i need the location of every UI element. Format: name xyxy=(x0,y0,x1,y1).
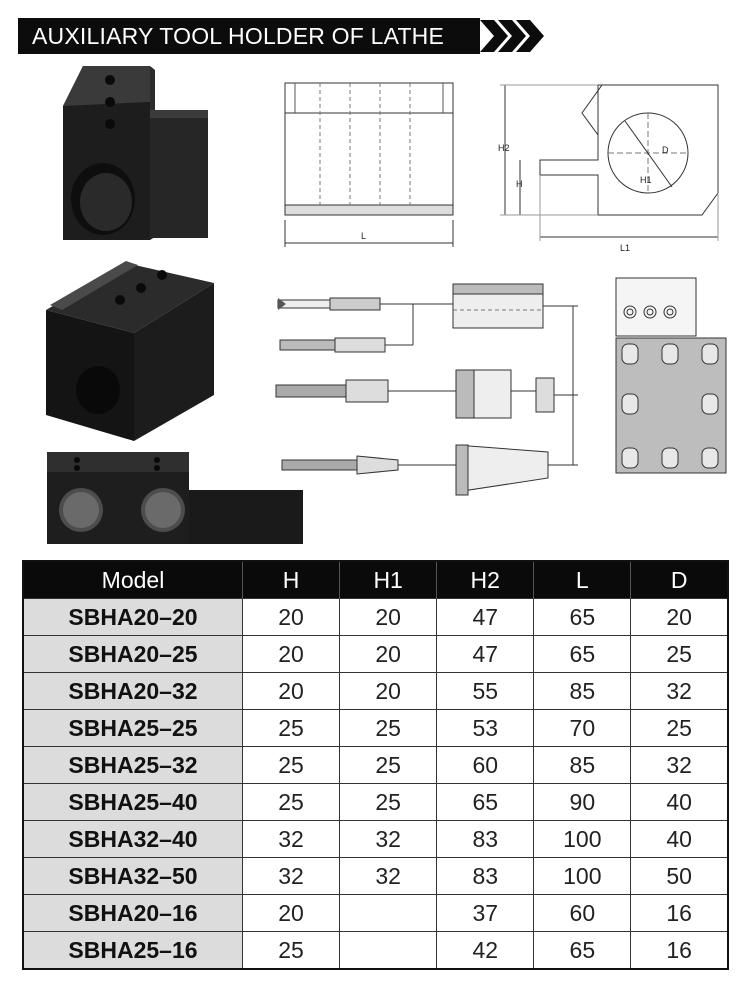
h1-cell: 20 xyxy=(339,672,438,710)
product-photo-block xyxy=(63,66,208,240)
d-cell: 25 xyxy=(630,635,729,673)
table-row: SBHA20–20 20 20 47 65 20 xyxy=(22,598,729,636)
h1-cell: 25 xyxy=(339,783,438,821)
table-row: SBHA20–32 20 20 55 85 32 xyxy=(22,672,729,710)
l-cell: 60 xyxy=(533,894,632,932)
column-header-d: D xyxy=(630,561,728,599)
l-cell: 85 xyxy=(533,746,632,784)
h2-cell: 83 xyxy=(436,857,535,895)
h-cell: 20 xyxy=(241,894,341,932)
h2-cell: 65 xyxy=(436,783,535,821)
l-cell: 100 xyxy=(533,857,632,895)
d-cell: 16 xyxy=(630,894,729,932)
table-row: SBHA32–50 32 32 83 100 50 xyxy=(22,857,729,895)
column-header-h2: H2 xyxy=(436,561,534,599)
model-cell: SBHA20–25 xyxy=(22,635,243,673)
model-cell: SBHA25–40 xyxy=(22,783,243,821)
h1-cell: 32 xyxy=(339,857,438,895)
h1-cell: 25 xyxy=(339,746,438,784)
model-cell: SBHA25–16 xyxy=(22,931,243,970)
spec-table: Model H H1 H2 L D SBHA20–20 20 20 47 65 … xyxy=(22,560,729,970)
d-cell: 25 xyxy=(630,709,729,747)
h-cell: 25 xyxy=(241,931,341,970)
product-photo-double-bore xyxy=(47,452,303,544)
model-cell: SBHA25–25 xyxy=(22,709,243,747)
dim-label-h: H xyxy=(516,179,523,189)
h2-cell: 47 xyxy=(436,598,535,636)
l-cell: 70 xyxy=(533,709,632,747)
chevron-arrows-icon xyxy=(480,20,544,52)
dim-label-d: D xyxy=(662,145,669,155)
h2-cell: 60 xyxy=(436,746,535,784)
column-header-l: L xyxy=(533,561,631,599)
l-cell: 85 xyxy=(533,672,632,710)
dim-label-h2: H2 xyxy=(498,143,510,153)
table-row: SBHA25–32 25 25 60 85 32 xyxy=(22,746,729,784)
holder-plate-diagram xyxy=(615,277,727,474)
column-header-h: H xyxy=(241,561,340,599)
l-cell: 100 xyxy=(533,820,632,858)
table-row: SBHA20–25 20 20 47 65 25 xyxy=(22,635,729,673)
table-row: SBHA25–16 25 42 65 16 xyxy=(22,931,729,970)
d-cell: 32 xyxy=(630,672,729,710)
h2-cell: 47 xyxy=(436,635,535,673)
h1-cell: 32 xyxy=(339,820,438,858)
model-cell: SBHA20–16 xyxy=(22,894,243,932)
product-photo-rectangular xyxy=(46,261,214,441)
h-cell: 20 xyxy=(241,598,341,636)
h1-cell: 20 xyxy=(339,598,438,636)
d-cell: 40 xyxy=(630,820,729,858)
table-row: SBHA25–25 25 25 53 70 25 xyxy=(22,709,729,747)
h-cell: 32 xyxy=(241,857,341,895)
model-cell: SBHA20–32 xyxy=(22,672,243,710)
h2-cell: 55 xyxy=(436,672,535,710)
column-header-h1: H1 xyxy=(339,561,437,599)
h2-cell: 42 xyxy=(436,931,535,970)
dim-label-h1: H1 xyxy=(640,175,652,185)
h-cell: 25 xyxy=(241,709,341,747)
h2-cell: 83 xyxy=(436,820,535,858)
l-cell: 90 xyxy=(533,783,632,821)
d-cell: 40 xyxy=(630,783,729,821)
front-view-drawing: H2 H H1 D L1 xyxy=(498,84,719,253)
h-cell: 20 xyxy=(241,635,341,673)
l-cell: 65 xyxy=(533,598,632,636)
column-header-model: Model xyxy=(23,561,243,599)
h-cell: 32 xyxy=(241,820,341,858)
tool-application-diagram xyxy=(275,283,578,496)
model-cell: SBHA25–32 xyxy=(22,746,243,784)
h-cell: 25 xyxy=(241,783,341,821)
table-row: SBHA25–40 25 25 65 90 40 xyxy=(22,783,729,821)
d-cell: 20 xyxy=(630,598,729,636)
page-title: AUXILIARY TOOL HOLDER OF LATHE xyxy=(18,18,480,54)
d-cell: 32 xyxy=(630,746,729,784)
table-header-row: Model H H1 H2 L D xyxy=(23,561,728,599)
l-cell: 65 xyxy=(533,931,632,970)
h1-cell: 25 xyxy=(339,709,438,747)
h2-cell: 37 xyxy=(436,894,535,932)
h2-cell: 53 xyxy=(436,709,535,747)
model-cell: SBHA32–40 xyxy=(22,820,243,858)
h1-cell: 20 xyxy=(339,635,438,673)
d-cell: 50 xyxy=(630,857,729,895)
dim-label-l: L xyxy=(361,231,366,241)
h-cell: 20 xyxy=(241,672,341,710)
h1-cell xyxy=(339,931,438,970)
h-cell: 25 xyxy=(241,746,341,784)
model-cell: SBHA32–50 xyxy=(22,857,243,895)
l-cell: 65 xyxy=(533,635,632,673)
model-cell: SBHA20–20 xyxy=(22,598,243,636)
table-row: SBHA32–40 32 32 83 100 40 xyxy=(22,820,729,858)
table-row: SBHA20–16 20 37 60 16 xyxy=(22,894,729,932)
d-cell: 16 xyxy=(630,931,729,970)
dim-label-l1: L1 xyxy=(620,243,630,253)
side-view-drawing: L xyxy=(284,82,454,247)
h1-cell xyxy=(339,894,438,932)
